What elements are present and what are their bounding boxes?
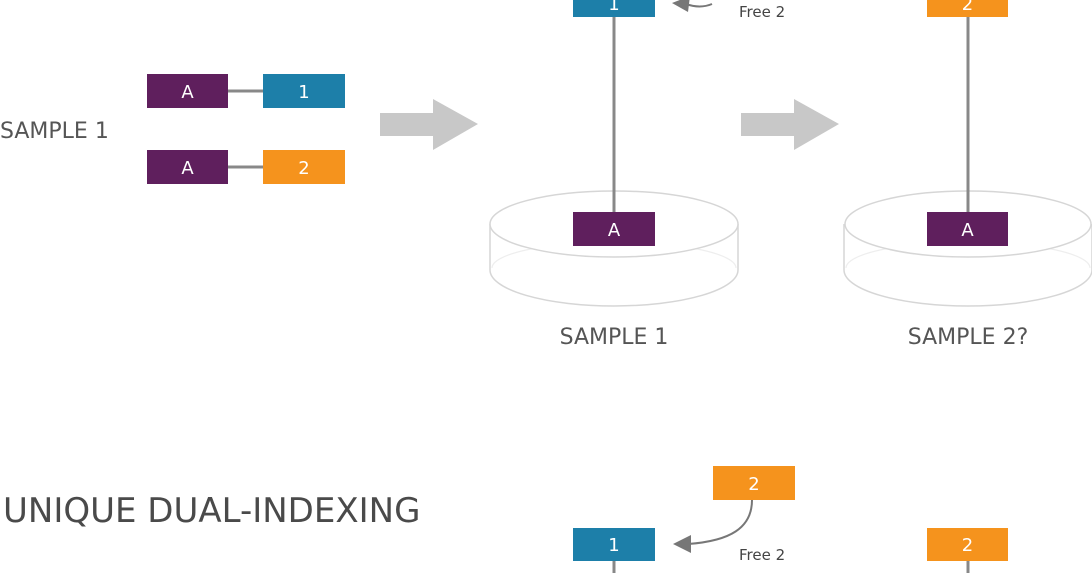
sample-1-label: SAMPLE 1: [0, 119, 109, 144]
index-label-2: 2: [748, 474, 759, 495]
index-box-a: [147, 150, 228, 184]
index-label-2: 2: [298, 158, 309, 179]
index-label-1: 1: [608, 0, 619, 15]
right-block-arrow-icon: [741, 99, 839, 150]
index-box-2: [927, 528, 1008, 561]
index-label-1: 1: [608, 535, 619, 556]
adapter-a-1: A 1: [147, 74, 345, 108]
index-box-1: [573, 528, 655, 561]
right-block-arrow-icon: [380, 99, 478, 150]
index-label-a: A: [961, 220, 974, 241]
index-label-a: A: [181, 82, 194, 103]
index-label-a: A: [181, 158, 194, 179]
curved-arrow-left-icon: [672, 0, 690, 12]
free-2-label-bottom: Free 2: [739, 546, 785, 564]
index-box-a: [927, 212, 1008, 246]
dish-2-label: SAMPLE 2?: [908, 325, 1029, 350]
curved-arrow-left-icon: [673, 535, 691, 553]
index-box-2: [263, 150, 345, 184]
section-title: UNIQUE DUAL-INDEXING: [3, 491, 420, 531]
curved-arrow-stem: [685, 3, 713, 8]
index-box-1: [263, 74, 345, 108]
free-2-label-top: Free 2: [739, 3, 785, 21]
index-label-1: 1: [298, 82, 309, 103]
index-label-a: A: [608, 220, 621, 241]
index-box-2: [927, 0, 1008, 17]
index-label-2: 2: [962, 0, 973, 15]
index-box-a: [147, 74, 228, 108]
adapter-a-2: A 2: [147, 150, 345, 184]
dish-1-label: SAMPLE 1: [560, 325, 669, 350]
index-box-1: [573, 0, 655, 17]
dish-sample-1: 1 A: [489, 0, 739, 307]
index-label-2: 2: [962, 535, 973, 556]
dish-sample-2: 2 A: [843, 0, 1092, 307]
curved-arrow-stem: [687, 499, 753, 545]
index-box-free-2: [713, 466, 795, 500]
index-box-a: [573, 212, 655, 246]
